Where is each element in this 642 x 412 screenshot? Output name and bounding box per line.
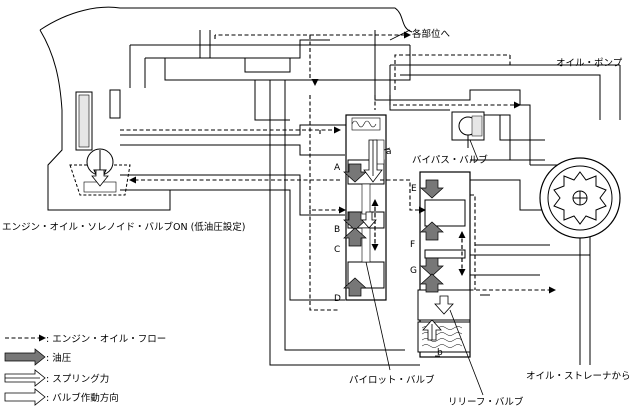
legend-direction-symbol: [4, 388, 46, 406]
bypass-valve: [451, 111, 485, 148]
chamber-G: G: [410, 266, 417, 276]
valve-direction-arrows: [91, 169, 454, 315]
bypass-valve-label: バイパス・バルブ: [412, 154, 488, 166]
chamber-A: A: [334, 163, 341, 173]
to-parts-label: 各部位へ: [412, 28, 451, 40]
legend-flow-text: : エンジン・オイル・フロー: [46, 334, 166, 345]
engine-block-left: [39, 29, 171, 211]
callout-leaders: [365, 29, 484, 396]
from-strainer-label: オイル・ストレーナから: [526, 371, 631, 382]
legend: : エンジン・オイル・フロー : 油圧 : スプリング力 : バルブ作動方向: [4, 334, 166, 406]
oil-flow-lines: [120, 31, 556, 311]
oil-pressure-arrows: [343, 163, 444, 297]
chamber-C: C: [334, 245, 340, 255]
engine-block-outline: [39, 6, 413, 33]
port-b: b: [437, 348, 443, 358]
legend-direction-text: : バルブ作動方向: [46, 392, 119, 404]
legend-pressure-text: : 油圧: [46, 352, 72, 364]
legend-spring-text: : スプリング力: [46, 373, 109, 385]
oil-galleries: [120, 30, 621, 366]
solenoid-valve: [69, 89, 131, 196]
oil-pump-label: オイル・ポンプ: [556, 58, 623, 69]
chamber-D: D: [334, 294, 341, 304]
solenoid-valve-label: エンジン・オイル・ソレノイド・バルブON (低油圧設定): [2, 221, 246, 233]
chamber-B: B: [334, 225, 340, 235]
spring-force-arrows: [363, 139, 442, 341]
chamber-F: F: [410, 240, 415, 250]
legend-pressure-symbol: [4, 348, 46, 366]
chamber-E: E: [411, 184, 417, 194]
port-a: a: [386, 147, 392, 157]
oil-pump: [539, 157, 621, 239]
relief-valve-label: リリーフ・バルブ: [448, 396, 524, 408]
pilot-valve-label: パイロット・バルブ: [349, 374, 435, 386]
pilot-valve: [345, 114, 387, 301]
